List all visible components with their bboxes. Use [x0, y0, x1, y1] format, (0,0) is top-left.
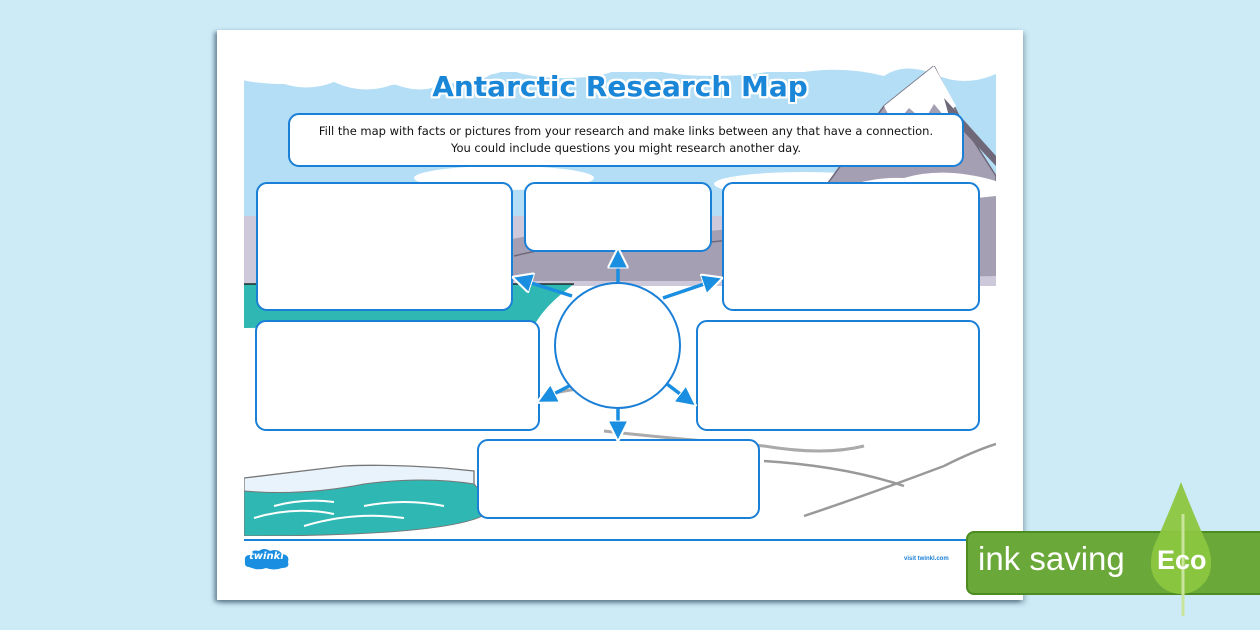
fact-box-middle-left[interactable]	[255, 320, 540, 431]
eco-badge-text: ink saving	[978, 540, 1125, 577]
instructions-line-1: Fill the map with facts or pictures from…	[318, 124, 934, 138]
cloud-logo-icon	[244, 549, 289, 570]
fact-box-top-right[interactable]	[722, 182, 980, 311]
twinkl-logo-text: twinkl	[249, 551, 284, 562]
instructions-box: Fill the map with facts or pictures from…	[288, 113, 964, 167]
fact-box-bottom-center[interactable]	[477, 439, 760, 519]
fact-box-top-left[interactable]	[256, 182, 513, 311]
instructions-line-2: You could include questions you might re…	[450, 141, 802, 155]
footer-divider	[244, 539, 996, 541]
eco-label: Eco	[1157, 545, 1207, 575]
fact-box-top-center[interactable]	[524, 182, 712, 252]
center-topic-circle[interactable]	[554, 282, 681, 409]
leaf-icon	[1150, 482, 1212, 616]
website-link[interactable]: visit twinkl.com	[904, 556, 949, 562]
fact-box-middle-right[interactable]	[696, 320, 980, 431]
page-title: Antarctic Research Map	[432, 70, 808, 103]
twinkl-logo: twinkl	[244, 547, 290, 570]
